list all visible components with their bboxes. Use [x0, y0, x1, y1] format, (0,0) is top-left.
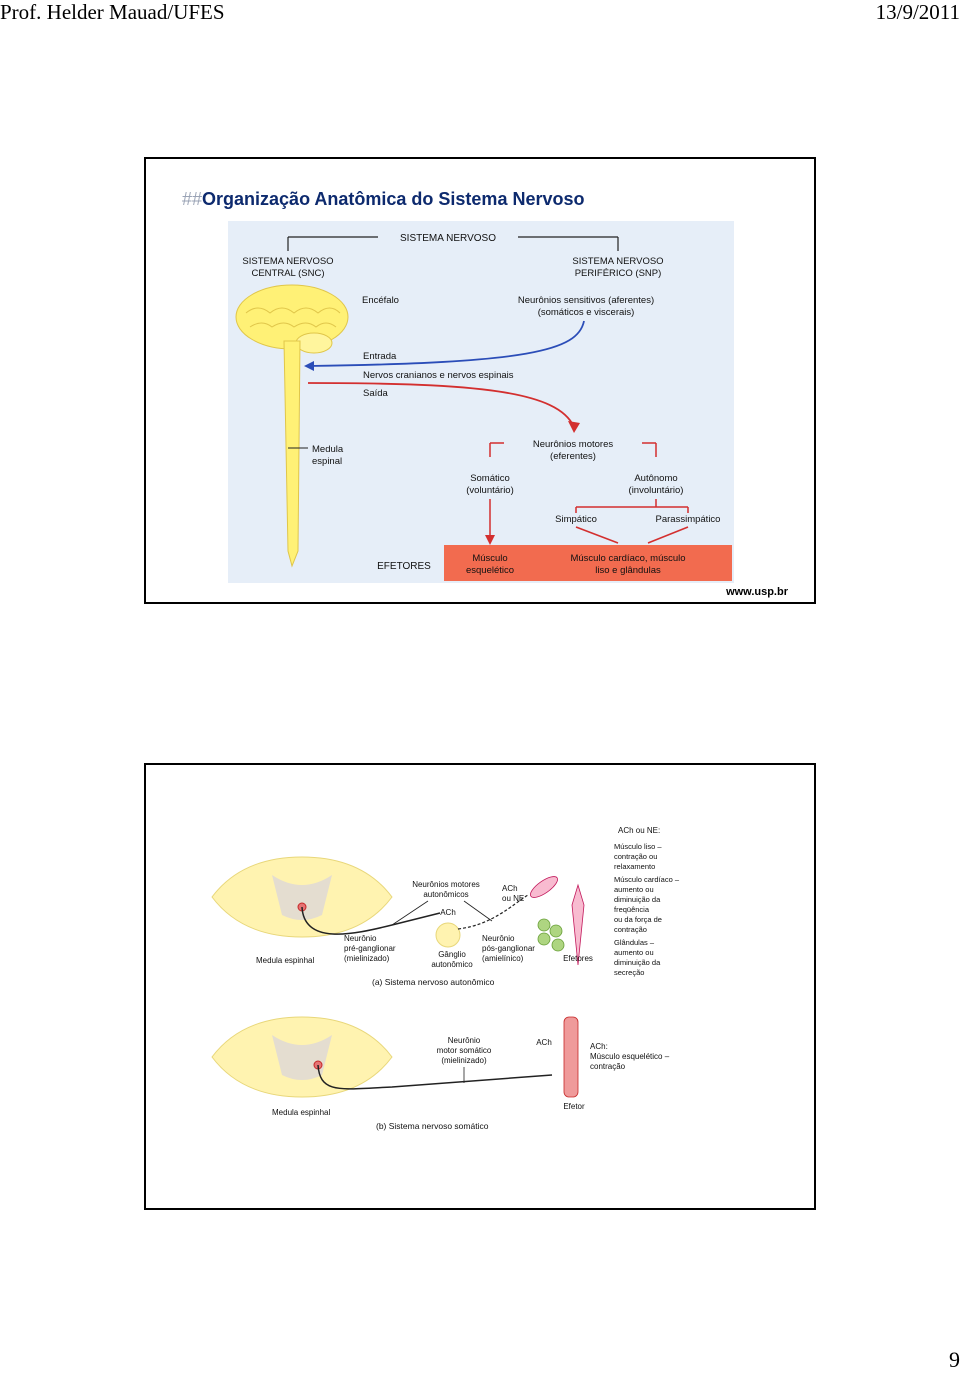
label-ganglio-2: autonômico: [431, 960, 473, 969]
label-snp-line2: PERIFÉRICO (SNP): [575, 268, 662, 279]
label-simpatico: Simpático: [555, 514, 597, 525]
label-medula-a: Medula espinhal: [256, 956, 314, 965]
label-medula-line1: Medula: [312, 444, 344, 455]
label-ach-a: ACh: [440, 908, 456, 917]
label-medula-b: Medula espinhal: [272, 1108, 330, 1117]
label-efetores-a: Efetores: [563, 954, 593, 963]
label-ach-ou-ne-1: ACh: [502, 884, 518, 893]
label-glandulas-3: diminuição da: [614, 958, 661, 967]
label-pre-1: Neurônio: [344, 934, 377, 943]
header-author: Prof. Helder Mauad/UFES: [0, 0, 225, 24]
label-musculo-card-line2: liso e glândulas: [595, 565, 661, 576]
image-credit: www.usp.br: [726, 586, 788, 598]
label-musculo-esq-line2: esquelético: [466, 565, 514, 576]
label-ach-ou-ne-2: ou NE: [502, 894, 524, 903]
label-musculo-card-4: freqüência: [614, 905, 650, 914]
label-musculo-card-2: aumento ou: [614, 885, 654, 894]
label-pre-2: pré-ganglionar: [344, 944, 396, 953]
slide-nervous-system-organization: ##Organização Anatômica do Sistema Nervo…: [144, 157, 816, 604]
label-motores-auto-2: autonômicos: [423, 890, 468, 899]
label-motor-2: motor somático: [437, 1046, 492, 1055]
label-musculo-liso-2: contração ou: [614, 852, 657, 861]
label-glandulas-4: secreção: [614, 968, 644, 977]
autonomic-ganglion: [435, 922, 461, 948]
label-caption-b: (b) Sistema nervoso somático: [376, 1121, 489, 1131]
afferent-arrow: [307, 320, 585, 367]
label-snc-line2: CENTRAL (SNC): [251, 268, 324, 279]
label-musculo-liso-1: Músculo liso –: [614, 842, 662, 851]
title-prefix: ##: [182, 189, 203, 209]
smooth-muscle-cell: [530, 876, 558, 898]
label-nervos: Nervos cranianos e nervos espinais: [363, 370, 514, 381]
efferent-arrow: [307, 382, 575, 428]
label-glandulas-2: aumento ou: [614, 948, 654, 957]
label-musculo-card-1: Músculo cardíaco –: [614, 875, 680, 884]
label-ganglio-1: Gânglio: [438, 950, 466, 959]
somatic-motor-axon: [317, 1064, 553, 1090]
label-ach-ne-title: ACh ou NE:: [618, 826, 660, 835]
spinal-cord-section-b: [211, 1016, 393, 1098]
label-motores-line2: (eferentes): [550, 451, 596, 462]
spinal-cord: [283, 340, 301, 568]
label-sensitivos-line2: (somáticos e viscerais): [538, 307, 635, 318]
label-medula-line2: espinal: [312, 456, 342, 467]
label-motores-auto-1: Neurônios motores: [412, 880, 480, 889]
label-motores-line1: Neurônios motores: [533, 439, 614, 450]
title-text: Organização Anatômica do Sistema Nervoso: [202, 189, 585, 209]
label-snp-line1: SISTEMA NERVOSO: [572, 256, 663, 267]
slide-title: ##Organização Anatômica do Sistema Nervo…: [182, 189, 584, 210]
label-musculo-esq-line1: Músculo: [472, 553, 507, 564]
label-caption-a: (a) Sistema nervoso autonômico: [372, 977, 495, 987]
label-motor-3: (mielinizado): [441, 1056, 487, 1065]
label-entrada: Entrada: [363, 351, 397, 362]
effector-band: [444, 545, 732, 581]
slide-autonomic-somatic: ACh ou NE: Músculo liso – contração ou r…: [144, 763, 816, 1210]
label-motor-1: Neurônio: [448, 1036, 481, 1045]
label-pre-3: (mielinizado): [344, 954, 390, 963]
label-musculo-esq-b-1: Músculo esquelético –: [590, 1052, 670, 1061]
label-musculo-card-line1: Músculo cardíaco, músculo: [570, 553, 685, 564]
efferent-arrowhead: [568, 421, 580, 433]
label-musculo-card-5: ou da força de: [614, 915, 662, 924]
label-glandulas-1: Glândulas –: [614, 938, 655, 947]
skeletal-muscle: [563, 1016, 579, 1098]
label-efetores: EFETORES: [377, 561, 431, 572]
label-sensitivos-line1: Neurônios sensitivos (aferentes): [518, 295, 654, 306]
label-musculo-card-3: diminuição da: [614, 895, 661, 904]
label-pos-2: pós-ganglionar: [482, 944, 535, 953]
header-date: 13/9/2011: [875, 0, 960, 24]
label-ach-b: ACh: [536, 1038, 552, 1047]
label-pos-1: Neurônio: [482, 934, 515, 943]
label-somatico-line1: Somático: [470, 473, 510, 484]
label-snc-line1: SISTEMA NERVOSO: [242, 256, 333, 267]
label-root: SISTEMA NERVOSO: [400, 233, 496, 244]
label-ach-b-colon: ACh:: [590, 1042, 608, 1051]
nervous-system-diagram: SISTEMA NERVOSO SISTEMA NERVOSO CENTRAL …: [228, 221, 734, 583]
label-musculo-liso-3: relaxamento: [614, 862, 655, 871]
label-autonomo-line2: (involuntário): [629, 485, 684, 496]
label-parassimpatico: Parassimpático: [656, 514, 721, 525]
label-musculo-card-6: contração: [614, 925, 647, 934]
autonomic-somatic-diagram: ACh ou NE: Músculo liso – contração ou r…: [211, 826, 680, 1131]
label-musculo-esq-b-2: contração: [590, 1062, 626, 1071]
label-autonomo-line1: Autônomo: [634, 473, 677, 484]
page-number: 9: [949, 1347, 960, 1372]
post-ganglionic-axon: [457, 894, 529, 930]
pre-ganglionic-axon: [301, 906, 441, 935]
label-saida: Saída: [363, 388, 389, 399]
label-encefalo: Encéfalo: [362, 295, 399, 306]
label-efetor-b: Efetor: [563, 1102, 585, 1111]
label-somatico-line2: (voluntário): [466, 485, 514, 496]
spinal-cord-section-a: [211, 856, 393, 938]
afferent-arrowhead: [304, 361, 314, 371]
cardiac-muscle: [571, 883, 585, 966]
label-pos-3: (amielínico): [482, 954, 524, 963]
gland-cells: [537, 918, 565, 952]
